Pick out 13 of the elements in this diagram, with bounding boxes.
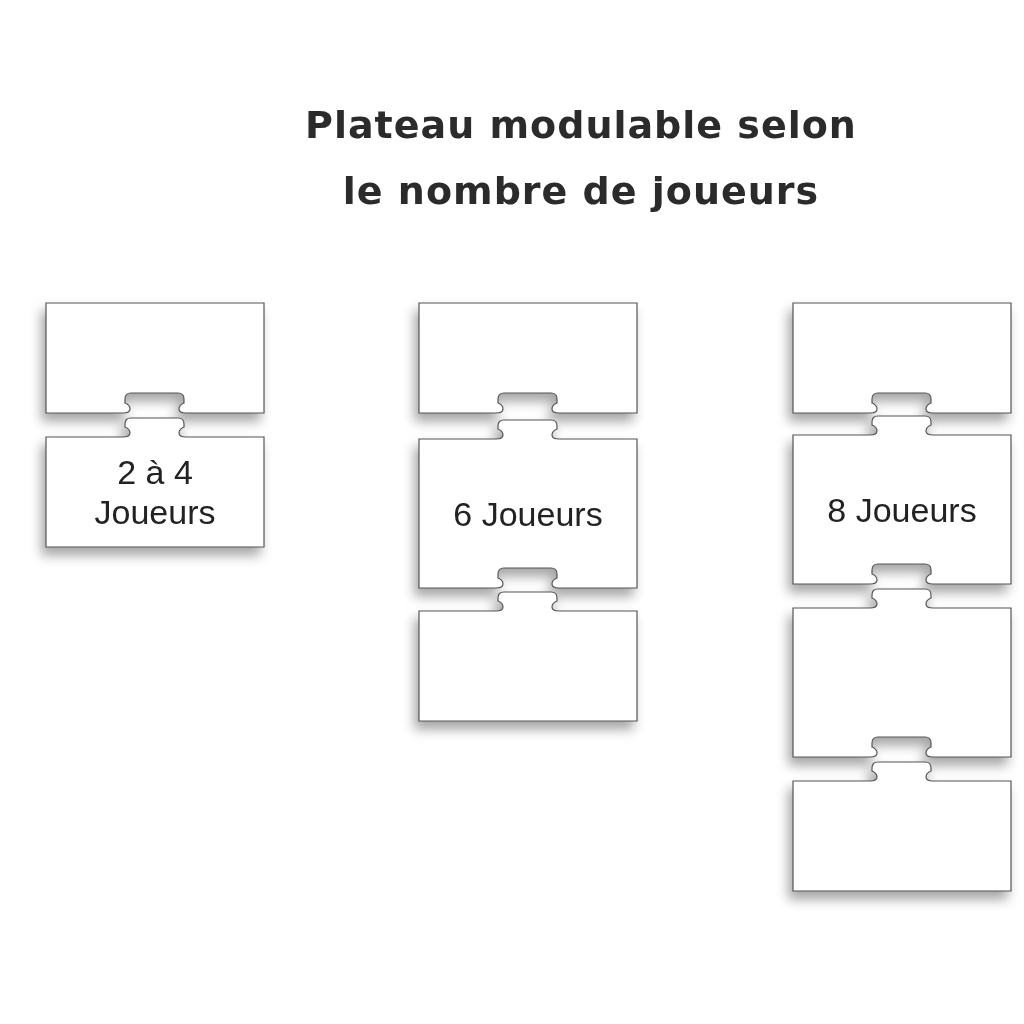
puzzle-piece [46,418,264,547]
puzzle-piece [793,416,1011,584]
piece-label: 6 Joueurs [452,493,604,534]
title: Plateau modulable selon le nombre de joueurs [304,102,858,215]
piece-label: 2 à 4 Joueurs [93,452,217,532]
puzzle-piece [793,762,1011,891]
puzzle-piece [419,420,637,588]
puzzle-piece [46,303,264,413]
puzzle-piece [419,592,637,721]
puzzle-piece [419,303,637,413]
puzzle-piece [793,589,1011,757]
piece-label: 8 Joueurs [826,489,978,530]
puzzle-piece [793,303,1011,413]
